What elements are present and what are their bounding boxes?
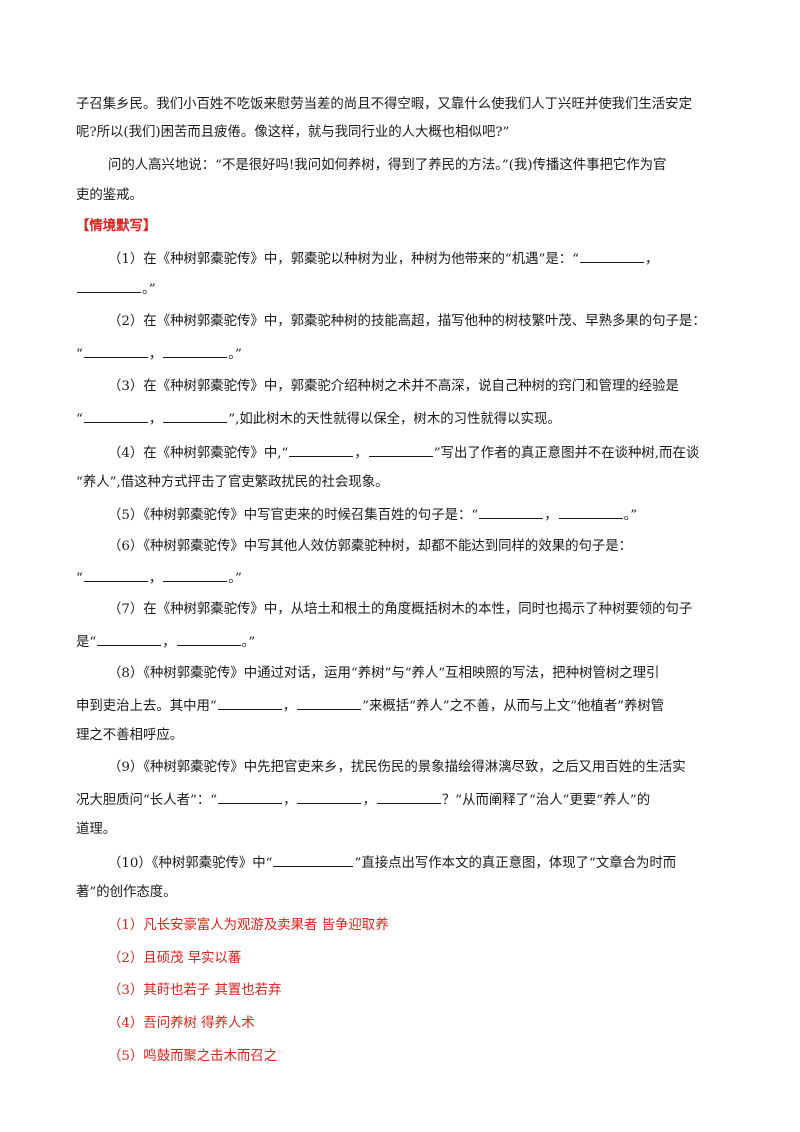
answer-3: （3）其莳也若子 其置也若弃 xyxy=(108,983,282,998)
answer-blank[interactable] xyxy=(558,505,623,519)
punctuation: ， xyxy=(544,508,558,523)
answer-blank[interactable] xyxy=(176,632,241,646)
punctuation: 。” xyxy=(241,635,256,650)
answer-4: （4）吾问养树 得养人术 xyxy=(108,1016,255,1031)
question-3-line-2: “ ， ”,如此树木的天性就得以保全，树木的习性就得以实现。 xyxy=(76,409,561,429)
punctuation: ， xyxy=(162,635,176,650)
answer-blank[interactable] xyxy=(83,568,148,582)
punctuation: “ xyxy=(76,571,83,586)
answer-blank[interactable] xyxy=(163,568,228,582)
question-4-text: （4）在《种树郭橐驼传》中,“ xyxy=(108,446,289,461)
answer-blank[interactable] xyxy=(479,505,544,519)
question-8-text: ”来概括“养人”之不善，从而与上文“他植者”养树管 xyxy=(362,699,665,714)
question-3-line-1: （3）在《种树郭橐驼传》中，郭橐驼介绍种树之术并不高深，说自己种树的窍门和管理的… xyxy=(108,379,679,394)
question-6-line-2: “ ， 。” xyxy=(76,568,242,588)
punctuation: ， xyxy=(354,446,368,461)
intro-line-3: 问的人高兴地说：“不是很好吗!我问如何养树，得到了养民的方法。”(我)传播这件事… xyxy=(108,158,667,173)
answer-blank[interactable] xyxy=(83,344,148,358)
answer-blank[interactable] xyxy=(217,696,282,710)
question-2-line-2: “ ， 。” xyxy=(76,344,242,364)
question-6-line-1: （6）《种树郭橐驼传》中写其他人效仿郭橐驼种树，却都不能达到同样的效果的句子是： xyxy=(108,539,633,554)
question-8-line-2: 申到吏治上去。其中用“ ， ”来概括“养人”之不善，从而与上文“他植者”养树管 xyxy=(76,696,664,716)
answer-blank[interactable] xyxy=(83,409,148,423)
intro-line-1: 子召集乡民。我们小百姓不吃饭来慰劳当差的尚且不得空暇，又靠什么使我们人丁兴旺并使… xyxy=(76,97,692,112)
punctuation: ， xyxy=(148,412,163,427)
question-10-text: （10）《种树郭橐驼传》中“ xyxy=(108,856,273,871)
punctuation: ， xyxy=(148,571,163,586)
answer-2: （2）且硕茂 早实以蕃 xyxy=(108,951,242,966)
question-8-line-1: （8）《种树郭橐驼传》中通过对话，运用“养树”与“养人”互相映照的写法，把种树管… xyxy=(108,666,660,681)
punctuation: ， xyxy=(644,252,659,267)
punctuation: ， xyxy=(282,699,297,714)
answer-blank[interactable] xyxy=(289,443,354,457)
question-9-line-2: 况大胆质问“长人者”：“ ， ， ？”从而阐释了“治人”更要“养人”的 xyxy=(76,790,650,810)
question-4-text: ”写出了作者的真正意图并不在谈种树,而在谈 xyxy=(433,446,700,461)
punctuation: 。” xyxy=(142,282,156,297)
punctuation: 。” xyxy=(623,508,638,523)
answer-blank[interactable] xyxy=(297,696,362,710)
question-10-text: ”直接点出写作本文的真正意图，体现了“文章合为时而 xyxy=(354,856,677,871)
intro-line-2: 呢?所以(我们)困苦而且疲倦。像这样，就与我同行业的人大概也相似吧?” xyxy=(76,125,510,140)
question-1-text: （1）在《种树郭橐驼传》中，郭橐驼以种树为业，种树为他带来的“机遇”是：“ xyxy=(108,252,579,267)
answer-1: （1）凡长安豪富人为观游及卖果者 皆争迎取养 xyxy=(108,918,389,933)
question-8-line-3: 理之不善相呼应。 xyxy=(76,728,184,743)
question-5-text: （5）《种树郭橐驼传》中写官吏来的时候召集百姓的句子是：“ xyxy=(108,508,479,523)
question-9-text: ？”从而阐释了“治人”更要“养人”的 xyxy=(441,793,651,808)
question-7-line-2: 是“ ， 。” xyxy=(76,632,255,652)
question-1-line-2: 。” xyxy=(76,279,156,299)
section-title: 【情境默写】 xyxy=(76,219,157,234)
answer-blank[interactable] xyxy=(163,409,228,423)
punctuation: 。” xyxy=(228,571,242,586)
question-9-text: 况大胆质问“长人者”：“ xyxy=(76,793,218,808)
punctuation: “ xyxy=(76,347,83,362)
punctuation: “ xyxy=(76,412,83,427)
answer-blank[interactable] xyxy=(273,853,354,867)
answer-blank[interactable] xyxy=(368,443,433,457)
intro-line-4: 吏的鉴戒。 xyxy=(76,188,143,203)
answer-blank[interactable] xyxy=(579,249,644,263)
question-2-line-1: （2）在《种树郭橐驼传》中，郭橐驼种树的技能高超，描写他种的树枝繁叶茂、早熟多果… xyxy=(108,314,706,329)
punctuation: ， xyxy=(362,793,376,808)
answer-blank[interactable] xyxy=(218,790,283,804)
question-7-line-1: （7）在《种树郭橐驼传》中，从培土和根土的角度概括树木的本性，同时也揭示了种树要… xyxy=(108,602,693,617)
answer-5: （5）鸣鼓而聚之击木而召之 xyxy=(108,1049,278,1064)
answer-blank[interactable] xyxy=(97,632,162,646)
question-4-line-1: （4）在《种树郭橐驼传》中,“ ， ”写出了作者的真正意图并不在谈种树,而在谈 xyxy=(108,443,699,463)
answer-blank[interactable] xyxy=(376,790,441,804)
question-9-line-1: （9）《种树郭橐驼传》中先把官吏来乡，扰民伤民的景象描绘得淋漓尽致，之后又用百姓… xyxy=(108,760,686,775)
answer-blank[interactable] xyxy=(163,344,228,358)
question-5-line-1: （5）《种树郭橐驼传》中写官吏来的时候召集百姓的句子是：“ ， 。” xyxy=(108,505,637,525)
question-8-text: 申到吏治上去。其中用“ xyxy=(76,699,217,714)
punctuation: ， xyxy=(283,793,297,808)
answer-blank[interactable] xyxy=(297,790,362,804)
question-3-text: ”,如此树木的天性就得以保全，树木的习性就得以实现。 xyxy=(228,412,561,427)
question-10-line-2: 著”的创作态度。 xyxy=(76,885,177,900)
question-10-line-1: （10）《种树郭橐驼传》中“ ”直接点出写作本文的真正意图，体现了“文章合为时而 xyxy=(108,853,676,873)
question-1-line-1: （1）在《种树郭橐驼传》中，郭橐驼以种树为业，种树为他带来的“机遇”是：“ ， xyxy=(108,249,658,269)
answer-blank[interactable] xyxy=(77,279,141,293)
punctuation: 。” xyxy=(228,347,242,362)
question-7-text: 是“ xyxy=(76,635,97,650)
question-4-line-2: “养人”,借这种方式抨击了官吏繁政扰民的社会现象。 xyxy=(76,475,389,490)
question-9-line-3: 道理。 xyxy=(76,822,117,837)
punctuation: ， xyxy=(148,347,163,362)
